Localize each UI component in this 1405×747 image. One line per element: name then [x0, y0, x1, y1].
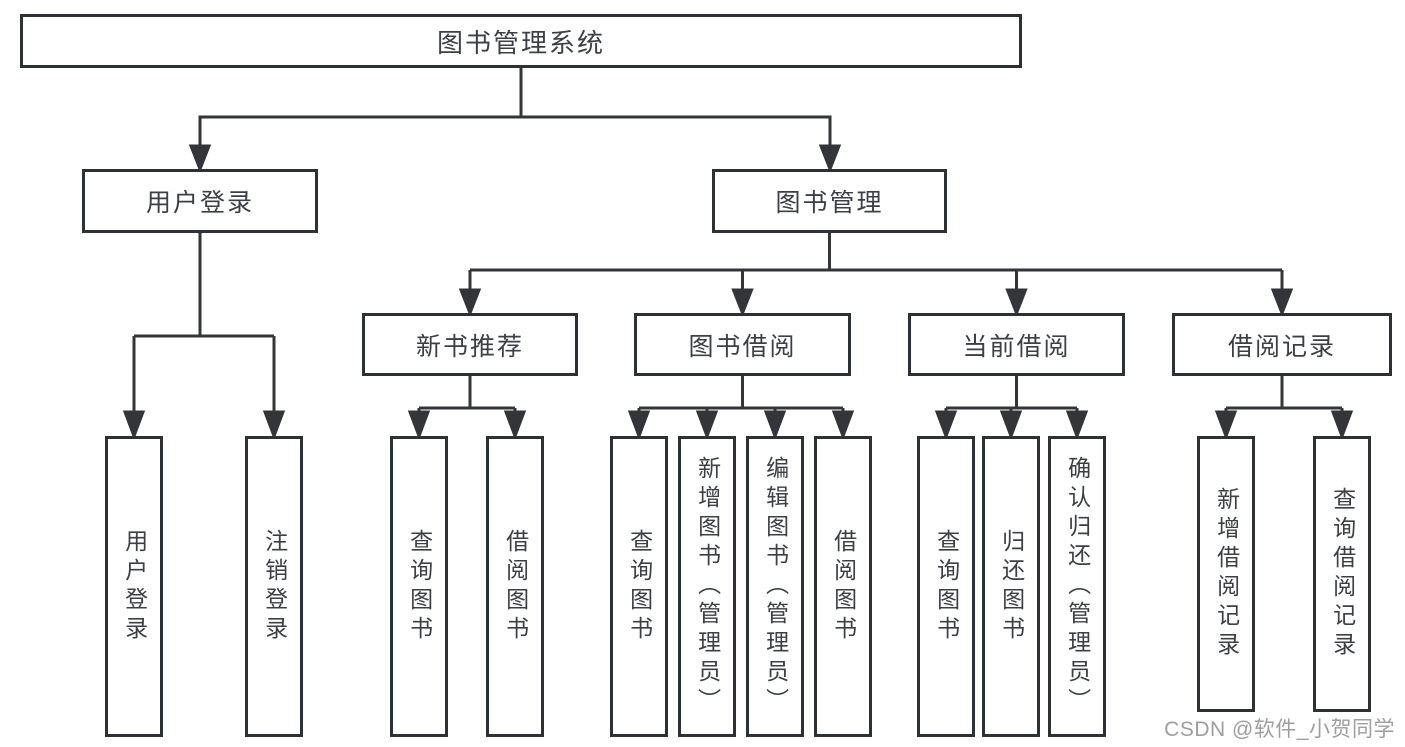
leaf-borrow-books-recommend: 借阅图书 [486, 436, 544, 737]
leaf-confirm-return-admin: 确认归还（管理员） [1048, 436, 1106, 737]
node-book-management-label: 图书管理 [775, 189, 884, 217]
leaf-add-borrow-record: 新增借阅记录 [1197, 436, 1255, 712]
node-root-system: 图书管理系统 [20, 14, 1022, 68]
leaf-query-books-recommend-label: 查询图书 [406, 528, 433, 645]
node-new-book-recommend: 新书推荐 [362, 313, 578, 376]
leaf-borrow-books: 借阅图书 [814, 436, 872, 737]
leaf-query-books-current-label: 查询图书 [933, 528, 960, 645]
node-new-book-recommend-label: 新书推荐 [415, 332, 524, 361]
leaf-query-books-current: 查询图书 [917, 436, 975, 737]
leaf-borrow-books-recommend-label: 借阅图书 [502, 528, 529, 645]
node-borrow-records-label: 借阅记录 [1227, 332, 1336, 361]
node-borrow-records: 借阅记录 [1172, 313, 1392, 376]
node-root-label: 图书管理系统 [436, 27, 605, 58]
node-current-borrow: 当前借阅 [908, 313, 1125, 376]
leaf-return-books-label: 归还图书 [998, 528, 1025, 645]
leaf-add-borrow-record-label: 新增借阅记录 [1213, 487, 1240, 661]
leaf-user-login-label: 用户登录 [121, 528, 148, 645]
node-book-borrow-label: 图书借阅 [688, 332, 797, 361]
node-user-login-label: 用户登录 [145, 189, 254, 217]
leaf-query-borrow-record-label: 查询借阅记录 [1329, 487, 1356, 661]
leaf-query-books-borrow: 查询图书 [610, 436, 668, 737]
node-current-borrow-label: 当前借阅 [962, 332, 1071, 361]
csdn-watermark: CSDN @软件_小贺同学 [1164, 718, 1395, 741]
node-user-login: 用户登录 [82, 169, 318, 233]
leaf-confirm-return-admin-label: 确认归还（管理员） [1064, 456, 1091, 717]
node-book-borrow: 图书借阅 [634, 313, 851, 376]
leaf-edit-books-admin: 编辑图书（管理员） [746, 436, 804, 737]
leaf-return-books: 归还图书 [982, 436, 1040, 737]
leaf-user-login: 用户登录 [105, 436, 163, 737]
leaf-query-books-recommend: 查询图书 [390, 436, 448, 737]
leaf-add-books-admin: 新增图书（管理员） [678, 436, 736, 737]
leaf-logout: 注销登录 [245, 436, 303, 737]
leaf-edit-books-admin-label: 编辑图书（管理员） [762, 456, 789, 717]
leaf-query-books-borrow-label: 查询图书 [626, 528, 653, 645]
leaf-logout-label: 注销登录 [261, 528, 288, 645]
node-book-management: 图书管理 [712, 169, 947, 233]
leaf-borrow-books-label: 借阅图书 [830, 528, 857, 645]
leaf-query-borrow-record: 查询借阅记录 [1313, 436, 1371, 712]
leaf-add-books-admin-label: 新增图书（管理员） [694, 456, 721, 717]
